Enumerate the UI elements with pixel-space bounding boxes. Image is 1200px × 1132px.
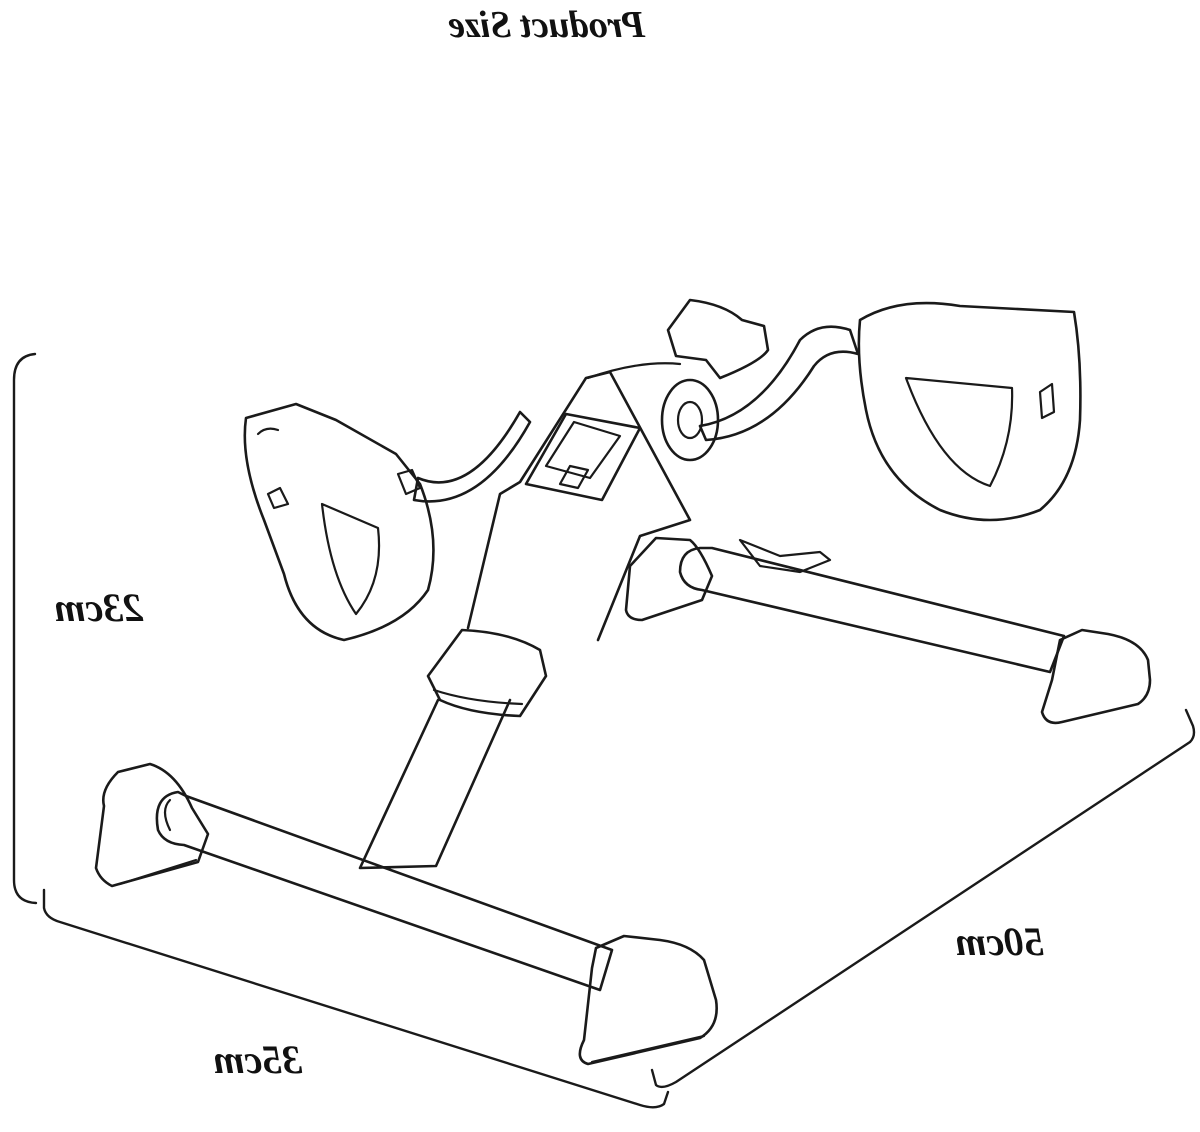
left-pedal [243,402,435,642]
folding-joint [426,628,548,718]
width-dimension-line [42,888,670,1109]
right-pedal [857,301,1082,522]
front-right-foot [578,934,718,1066]
right-crank-arm [698,325,860,442]
rear-base-tube [678,546,1066,674]
top-block [666,298,770,380]
height-dimension-line [12,352,38,905]
depth-dimension-label: 50cm [955,919,1044,964]
display-console [524,412,642,502]
rear-bracket [738,538,832,574]
frame-column [358,362,692,870]
front-left-foot [94,762,210,888]
front-base-tube [155,790,614,992]
rear-right-foot [1040,628,1152,725]
crank-hub [660,378,720,462]
rear-left-foot [624,536,714,622]
depth-dimension-line [650,708,1196,1089]
height-dimension-label: 23cm [54,585,143,630]
width-dimension-label: 35cm [213,1037,302,1082]
left-crank-arm [396,410,532,503]
